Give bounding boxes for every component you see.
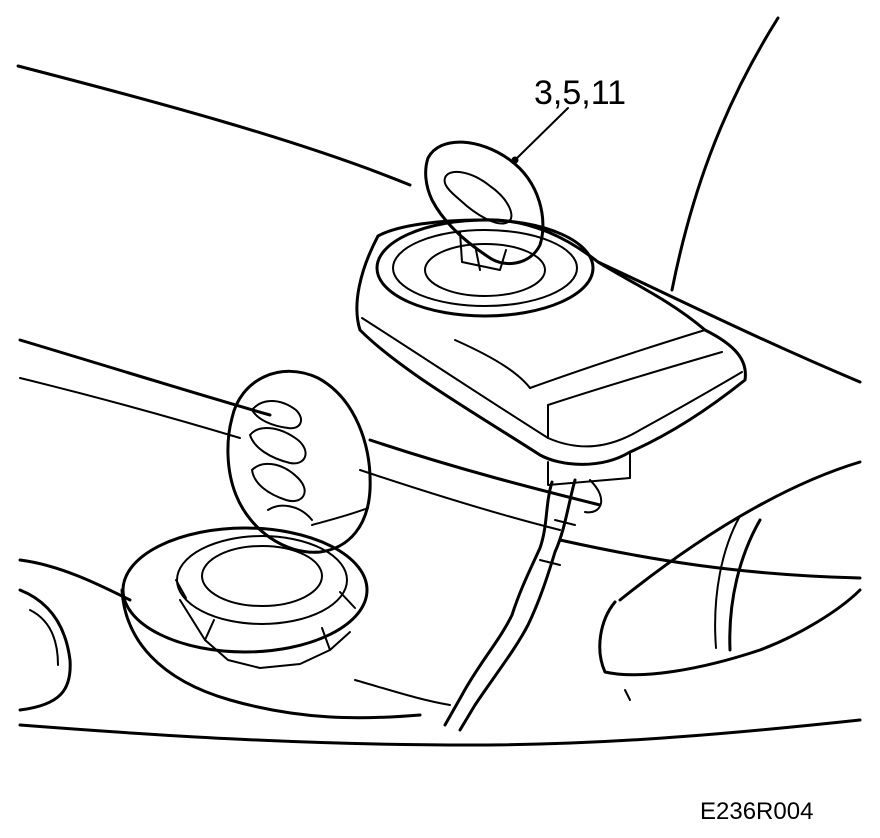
gear-lever-boot (120, 526, 422, 720)
wiring-harness (443, 478, 603, 732)
ignition-key (424, 140, 545, 271)
gear-shift-knob (226, 369, 372, 554)
ignition-lock-housing (355, 218, 747, 486)
center-console (18, 515, 862, 747)
dashboard-outline (16, 16, 862, 602)
callout-label: 3,5,11 (534, 74, 626, 112)
figure-reference: E236R004 (700, 798, 813, 825)
callout: 3,5,11 (511, 74, 626, 164)
callout-dot (511, 156, 519, 164)
